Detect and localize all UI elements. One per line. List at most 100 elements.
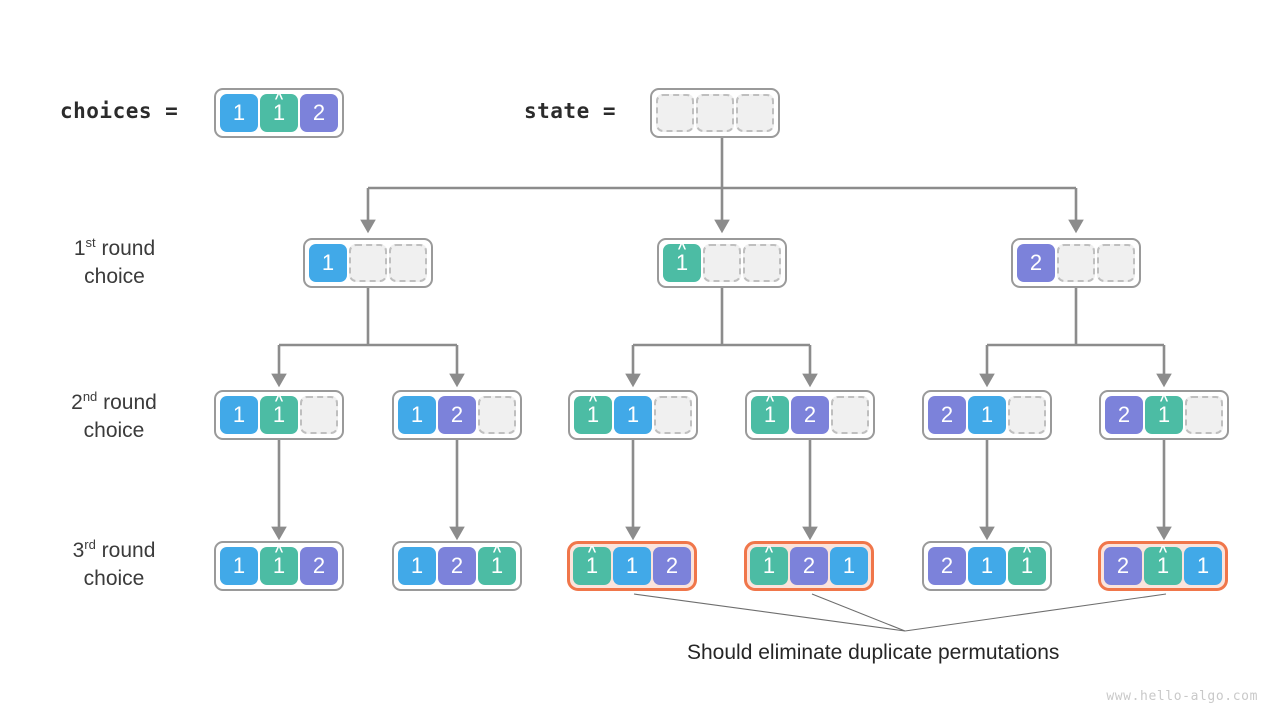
round3-node-2-cell-3-value: 1^: [490, 543, 504, 578]
round3-node-3: 1^ 1 2: [567, 541, 697, 591]
round2-node-3-cell-3: [654, 396, 692, 434]
round2-node-6: 2 1^: [1099, 390, 1229, 440]
round2-node-4-cell-1-value: 1^: [763, 392, 777, 427]
round2-node-5-cell-1: 2: [928, 396, 966, 434]
state-array-cell-2: [696, 94, 734, 132]
round2-node-5-cell-1-value: 2: [940, 402, 954, 427]
caret-icon: ^: [274, 543, 284, 560]
row-label-round-3: 3rd round choice: [58, 536, 170, 594]
round3-node-2-cell-1: 1: [398, 547, 436, 585]
round2-node-5-cell-2-value: 1: [980, 402, 994, 427]
caret-icon: ^: [587, 543, 597, 560]
round2-node-1-cell-2-value: 1^: [272, 392, 286, 427]
round3-node-6-cell-2: 1^: [1144, 543, 1182, 585]
round2-node-4-cell-1: 1^: [751, 392, 789, 434]
state-label: state =: [524, 99, 617, 123]
caret-icon: ^: [274, 90, 284, 107]
round1-node-1: 1: [303, 238, 433, 288]
round3-node-1-cell-1-value: 1: [232, 553, 246, 578]
caret-icon: ^: [677, 240, 687, 257]
choices-array-cell-1-value: 1: [232, 100, 246, 125]
round3-node-2-cell-2-value: 2: [450, 553, 464, 578]
round3-node-4-cell-1-value: 1^: [762, 543, 776, 578]
round2-node-6-cell-2-value: 1^: [1157, 392, 1171, 427]
row-label-round-2: 2nd round choice: [58, 388, 170, 446]
row-label-2-line2: choice: [83, 419, 145, 443]
round1-node-1-cell-1-value: 1: [321, 250, 335, 275]
caret-icon: ^: [274, 392, 284, 409]
round2-node-3-cell-2-value: 1: [626, 402, 640, 427]
round3-node-4-cell-1: 1^: [750, 543, 788, 585]
round3-node-3-cell-1: 1^: [573, 543, 611, 585]
round2-node-3-cell-1: 1^: [574, 392, 612, 434]
leader-lines: [633, 593, 1167, 632]
round3-node-6-cell-3-value: 1: [1196, 553, 1210, 578]
round3-node-3-cell-2: 1: [613, 547, 651, 585]
round2-node-2-cell-1-value: 1: [410, 402, 424, 427]
round3-node-1-cell-3-value: 2: [312, 553, 326, 578]
round2-node-6-cell-3: [1185, 396, 1223, 434]
round3-node-5-cell-3: 1^: [1008, 543, 1046, 585]
round3-node-1-cell-1: 1: [220, 547, 258, 585]
caret-icon: ^: [492, 543, 502, 560]
round2-node-4-cell-2-value: 2: [803, 402, 817, 427]
round1-node-3: 2: [1011, 238, 1141, 288]
round3-node-1-cell-3: 2: [300, 547, 338, 585]
caret-icon: ^: [1158, 543, 1168, 560]
round1-node-2-cell-2: [703, 244, 741, 282]
row-label-round-1: 1st round choice: [62, 234, 167, 292]
round1-node-3-cell-3: [1097, 244, 1135, 282]
round2-node-6-cell-1-value: 2: [1117, 402, 1131, 427]
round2-node-2-cell-2-value: 2: [450, 402, 464, 427]
row-label-1-line2: choice: [84, 265, 145, 289]
state-array: [650, 88, 780, 138]
round2-node-6-cell-1: 2: [1105, 396, 1143, 434]
round3-node-2-cell-2: 2: [438, 547, 476, 585]
round2-node-2-cell-1: 1: [398, 396, 436, 434]
choices-array-cell-2: 1^: [260, 90, 298, 132]
round1-node-2-cell-1-value: 1^: [675, 240, 689, 275]
round2-node-3-cell-2: 1: [614, 396, 652, 434]
round3-node-5-cell-1: 2: [928, 547, 966, 585]
caret-icon: ^: [764, 543, 774, 560]
round3-node-6-cell-1-value: 2: [1116, 553, 1130, 578]
round3-node-3-cell-1-value: 1^: [585, 543, 599, 578]
choices-label: choices =: [60, 99, 179, 123]
round2-node-3: 1^ 1: [568, 390, 698, 440]
round2-node-4-cell-2: 2: [791, 396, 829, 434]
round2-node-1-cell-3: [300, 396, 338, 434]
round2-node-2-cell-2: 2: [438, 396, 476, 434]
round3-node-6-cell-3: 1: [1184, 547, 1222, 585]
caret-icon: ^: [1022, 543, 1032, 560]
round1-node-2-cell-1: 1^: [663, 240, 701, 282]
round3-node-5-cell-2: 1: [968, 547, 1006, 585]
round1-node-3-cell-1-value: 2: [1029, 250, 1043, 275]
round3-node-4-cell-3-value: 1: [842, 553, 856, 578]
round3-node-4-cell-2-value: 2: [802, 553, 816, 578]
round1-node-1-cell-3: [389, 244, 427, 282]
round2-node-3-cell-1-value: 1^: [586, 392, 600, 427]
row-label-3-line1: 3rd round: [72, 537, 156, 562]
round3-node-4: 1^ 2 1: [744, 541, 874, 591]
choices-array-cell-1: 1: [220, 94, 258, 132]
round2-node-5-cell-2: 1: [968, 396, 1006, 434]
round3-node-1: 1 1^ 2: [214, 541, 344, 591]
round3-node-3-cell-2-value: 1: [625, 553, 639, 578]
choices-array-cell-2-value: 1^: [272, 90, 286, 125]
round1-node-3-cell-1: 2: [1017, 244, 1055, 282]
state-array-cell-3: [736, 94, 774, 132]
round2-node-6-cell-2: 1^: [1145, 392, 1183, 434]
round3-node-6-cell-1: 2: [1104, 547, 1142, 585]
round1-node-2: 1^: [657, 238, 787, 288]
choices-array-cell-3-value: 2: [312, 100, 326, 125]
row-label-2-line1: 2nd round: [71, 389, 157, 414]
round3-node-1-cell-2-value: 1^: [272, 543, 286, 578]
round2-node-1-cell-2: 1^: [260, 392, 298, 434]
round3-node-3-cell-3-value: 2: [665, 553, 679, 578]
round3-node-6: 2 1^ 1: [1098, 541, 1228, 591]
